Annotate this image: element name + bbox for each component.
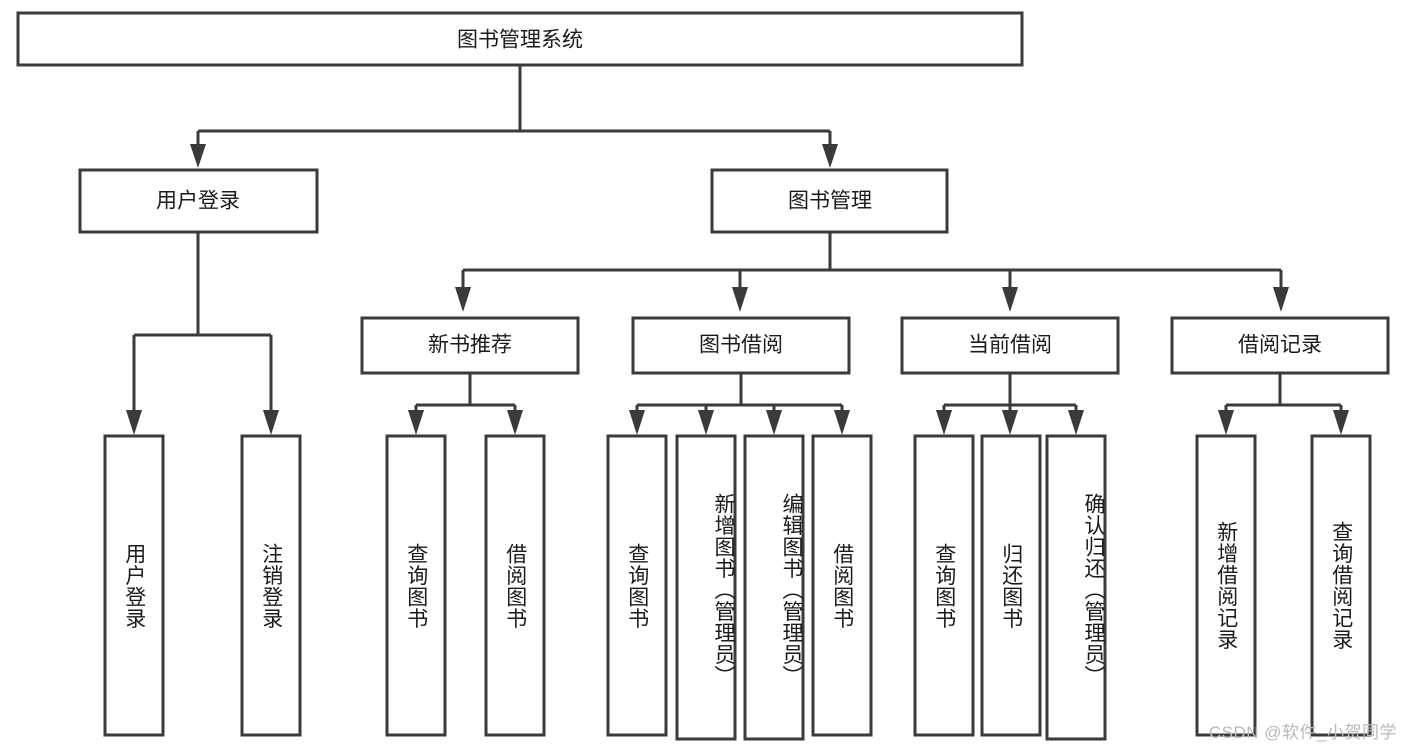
node-borrow-record[interactable] <box>1170 316 1390 375</box>
node-book-borrow[interactable] <box>631 316 851 375</box>
arrowhead-current-borrow-to-leaf-1 <box>1002 410 1018 435</box>
node-user-login-label: 用户登录 <box>156 190 240 213</box>
arrowhead-new-book-to-leaf-1 <box>507 410 523 435</box>
leaf-box-book-borrow-0[interactable] <box>606 434 668 737</box>
leaf-box-user-login-1[interactable] <box>240 434 302 737</box>
arrowhead-bm-to-current-borrow <box>1002 287 1018 312</box>
leaf-box-user-login-0[interactable] <box>103 434 165 737</box>
leaf-box-book-borrow-2[interactable] <box>743 434 805 741</box>
arrowhead-current-borrow-to-leaf-2 <box>1068 410 1084 435</box>
leaf-box-current-borrow-2[interactable] <box>1045 434 1107 741</box>
node-book-management-label: 图书管理 <box>788 190 872 213</box>
node-root-book-management-system[interactable] <box>16 11 1024 67</box>
leaf-box-borrow-record-0[interactable] <box>1195 434 1257 737</box>
arrowhead-current-borrow-to-leaf-0 <box>936 410 952 435</box>
node-borrow-record-label: 借阅记录 <box>1238 334 1322 357</box>
node-root-label: 图书管理系统 <box>457 29 583 52</box>
leaf-box-borrow-record-1[interactable] <box>1310 434 1372 737</box>
leaf-box-book-borrow-3[interactable] <box>811 434 873 737</box>
node-new-book-recommend-label: 新书推荐 <box>428 334 512 357</box>
node-new-book-recommend[interactable] <box>360 316 580 375</box>
arrowhead-book-borrow-to-leaf-0 <box>629 410 645 435</box>
arrowhead-bm-to-book-borrow <box>732 287 748 312</box>
arrowhead-borrow-record-to-leaf-1 <box>1333 410 1349 435</box>
arrowhead-bm-to-borrow-record <box>1273 287 1289 312</box>
arrowhead-root-to-book-management <box>822 144 838 168</box>
arrowhead-bm-to-new-book <box>455 287 471 312</box>
leaf-box-new-book-0[interactable] <box>385 434 447 737</box>
arrowhead-book-borrow-to-leaf-3 <box>834 410 850 435</box>
arrowhead-book-borrow-to-leaf-1 <box>698 410 714 435</box>
leaf-box-book-borrow-1[interactable] <box>675 434 737 741</box>
leaf-box-current-borrow-0[interactable] <box>913 434 975 737</box>
arrowhead-borrow-record-to-leaf-0 <box>1218 410 1234 435</box>
arrowhead-user-login-to-leaf-1 <box>263 410 279 435</box>
arrowhead-user-login-to-leaf-0 <box>126 410 142 435</box>
node-book-management[interactable] <box>710 168 949 234</box>
arrowhead-root-to-user-login <box>190 144 206 168</box>
node-current-borrow[interactable] <box>900 316 1120 375</box>
leaf-box-new-book-1[interactable] <box>484 434 546 737</box>
csdn-watermark: CSDN @软件_小贺同学 <box>1208 723 1397 742</box>
node-book-borrow-label: 图书借阅 <box>699 334 783 357</box>
node-current-borrow-label: 当前借阅 <box>968 334 1052 357</box>
leaf-box-current-borrow-1[interactable] <box>980 434 1042 737</box>
arrowhead-new-book-to-leaf-0 <box>408 410 424 435</box>
arrowhead-book-borrow-to-leaf-2 <box>766 410 782 435</box>
